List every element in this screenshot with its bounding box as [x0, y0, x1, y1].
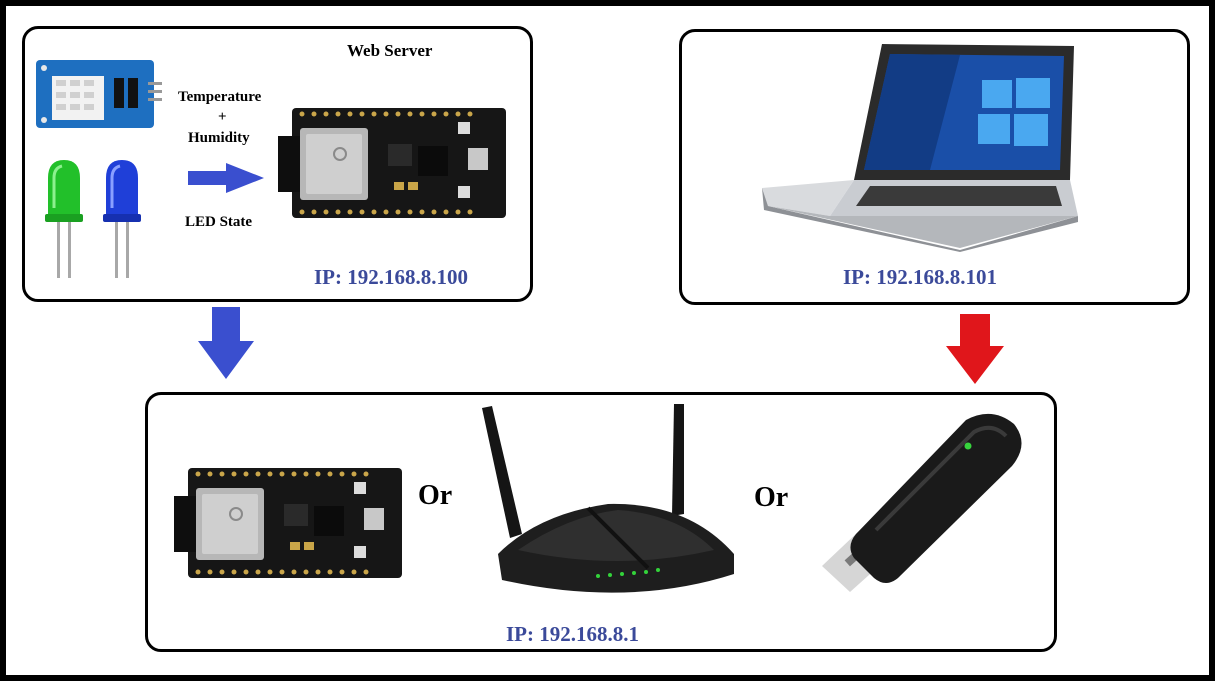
or-separator-2: Or — [754, 482, 789, 513]
temperature-label: Temperature — [178, 89, 262, 105]
esp32-access-point-icon — [174, 466, 404, 581]
plus-label: + — [218, 109, 227, 125]
laptop-icon — [762, 44, 1078, 252]
or-separator-1: Or — [418, 480, 453, 511]
dht-sensor-module-icon — [36, 60, 162, 128]
data-flow-arrow-icon — [188, 163, 264, 193]
green-led-icon — [45, 160, 83, 278]
wifi-router-icon — [482, 404, 734, 593]
led-state-label: LED State — [185, 214, 253, 230]
blue-led-icon — [103, 160, 141, 278]
usb-dongle-icon — [822, 413, 1022, 592]
access-point-ip-address: IP: 192.168.8.1 — [506, 622, 639, 646]
server-to-network-arrow-icon — [198, 307, 254, 379]
server-ip-address: IP: 192.168.8.100 — [314, 265, 468, 289]
client-to-network-arrow-icon — [946, 314, 1004, 384]
esp32-board-icon — [278, 106, 508, 221]
client-ip-address: IP: 192.168.8.101 — [843, 265, 997, 289]
humidity-label: Humidity — [188, 130, 250, 146]
web-server-title: Web Server — [347, 41, 433, 60]
